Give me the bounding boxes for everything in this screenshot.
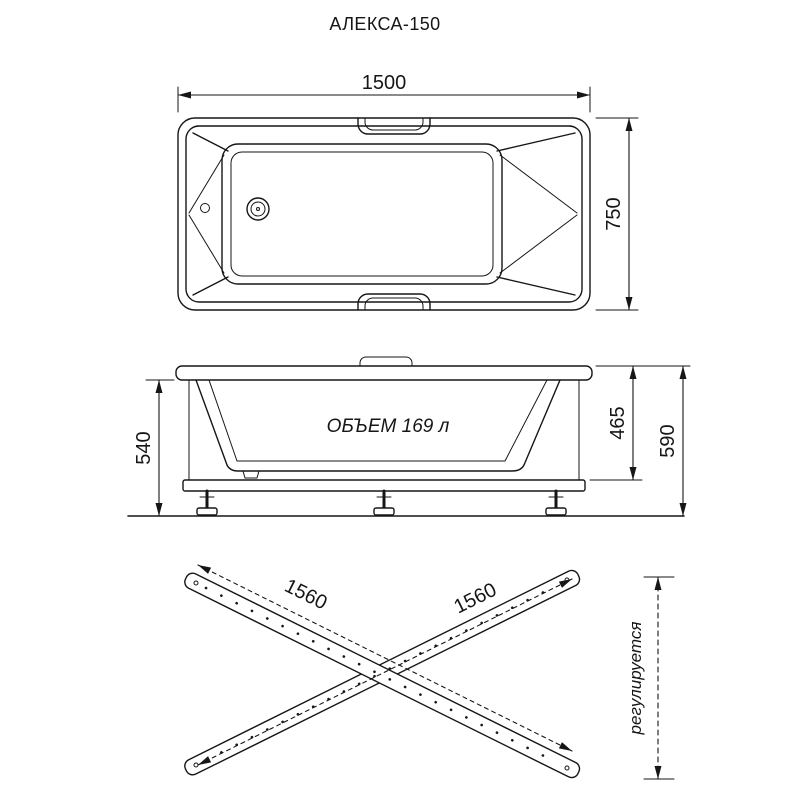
headrest-side [359, 356, 413, 367]
frame-rail [182, 479, 586, 492]
tub-rim-edge [185, 125, 583, 303]
dimension-line [197, 564, 573, 752]
drawing-title: АЛЕКСА-150 [329, 14, 440, 34]
overflow-icon [200, 203, 210, 213]
tub-body-outline [195, 379, 561, 472]
end-slope-line [499, 154, 578, 214]
top-view: 1500 750 [177, 72, 639, 311]
corner-crease-line [496, 276, 576, 296]
dimension-label-width: 750 [603, 197, 625, 230]
slat-end-hole [564, 765, 570, 771]
frame-leg [196, 489, 218, 516]
headrest-bottom [357, 293, 431, 311]
dimension-label-total-height: 590 [657, 424, 679, 457]
dimension-length: 1500 [177, 72, 591, 113]
dimension-width: 750 [595, 117, 639, 311]
headrest-bottom-inner [364, 297, 424, 311]
volume-label: ОБЪЕМ 169 л [327, 416, 450, 437]
dimension-label-length: 1500 [362, 72, 407, 94]
dimension-tub-height: 465 [589, 365, 691, 481]
dimension-diagonal-left: 1560 [197, 564, 573, 752]
basin-floor-edge [230, 151, 494, 277]
drain-icon [246, 197, 270, 221]
frame-leg [373, 489, 395, 516]
drain-icon-center [256, 207, 260, 211]
frame-leg [545, 489, 567, 516]
rim-side [175, 365, 593, 381]
end-slope-line [499, 214, 578, 274]
corner-crease-line [192, 276, 229, 296]
headrest-top [357, 117, 431, 135]
drain-stub [242, 470, 260, 479]
leg-foot [196, 507, 218, 516]
headrest-top-inner [364, 117, 424, 131]
adjustable-label: регулируется [626, 622, 645, 736]
dimension-label-height-left: 540 [133, 431, 155, 464]
dimension-label-tub-height: 465 [607, 406, 629, 439]
dimension-total-height: 590 [657, 365, 687, 517]
dimension-height-left: 540 [133, 379, 175, 517]
leg-foot [545, 507, 567, 516]
end-slope-line [188, 214, 225, 274]
drain-icon-inner [250, 201, 266, 217]
corner-crease-line [496, 132, 576, 152]
tub-outer-edge [177, 117, 591, 311]
side-view: ОБЪЕМ 169 л 540 465 590 [127, 356, 691, 517]
corner-crease-line [192, 132, 229, 152]
dimension-label-diagonal-left: 1560 [281, 575, 331, 614]
dimension-line [197, 578, 573, 766]
tub-body-inner-line [208, 379, 548, 462]
end-slope-line [188, 154, 225, 214]
basin-edge [221, 143, 503, 285]
frame-view: 1560 1560 регулируется [184, 564, 675, 780]
leg-foot [373, 507, 395, 516]
dimension-adjustable: регулируется [626, 576, 675, 780]
